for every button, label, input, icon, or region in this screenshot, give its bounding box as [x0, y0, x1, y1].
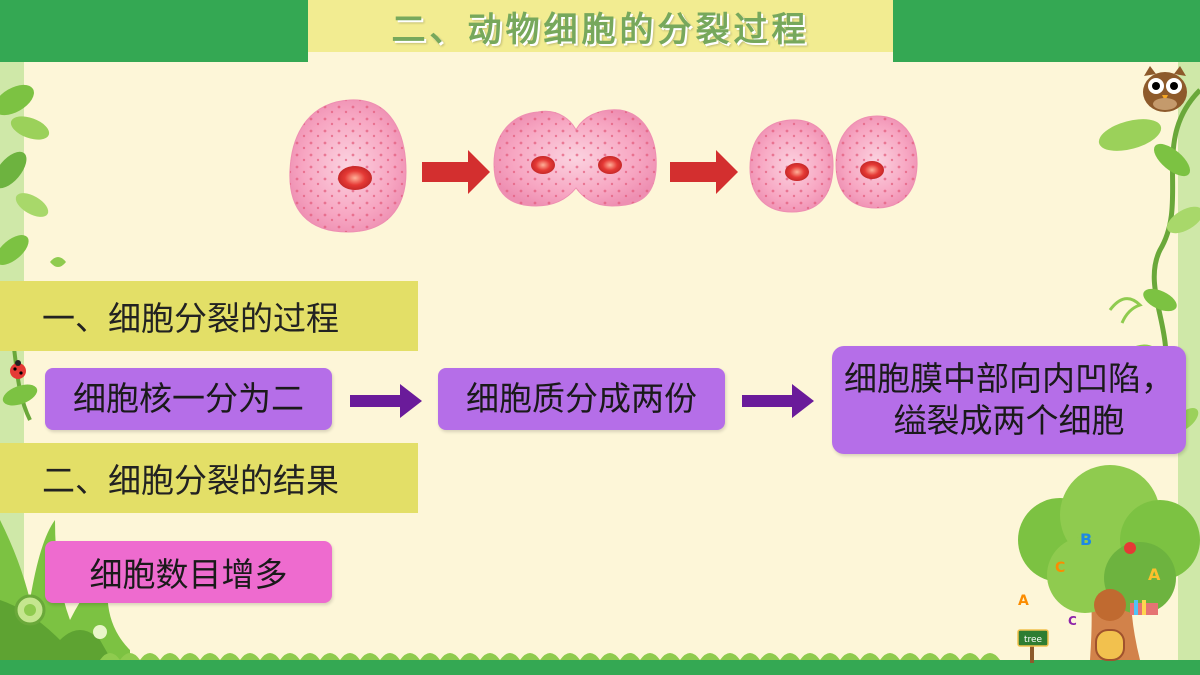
step-cytoplasm-divides-text: 细胞质分成两份	[466, 379, 697, 418]
bottom-left-grass-icon	[0, 520, 130, 675]
step-nucleus-divides: 细胞核一分为二	[45, 368, 332, 430]
slide-title: 二、动物细胞的分裂过程	[391, 9, 810, 50]
tree-sign: tree	[1017, 629, 1049, 663]
bottom-grass-border	[0, 653, 1200, 675]
flow-arrow-1-icon	[350, 384, 422, 418]
cell-stage-2	[493, 109, 657, 207]
ladybug-icon	[10, 360, 26, 379]
top-bar-right	[893, 0, 1200, 62]
flow-arrow-2-icon	[742, 384, 814, 418]
cartoon-tree-icon	[1018, 465, 1200, 661]
section-heading-result-text: 二、细胞分裂的结果	[42, 461, 339, 500]
section-heading-process-text: 一、细胞分裂的过程	[42, 299, 339, 338]
nucleus	[531, 156, 555, 174]
cell-stage-1	[289, 99, 407, 233]
cell-arrow-2-icon	[670, 150, 738, 194]
tree-letters: B C A C A	[1018, 530, 1161, 628]
step-membrane-pinches: 细胞膜中部向内凹陷， 缢裂成两个细胞	[832, 346, 1186, 454]
step-nucleus-divides-text: 细胞核一分为二	[73, 379, 304, 418]
cell-arrow-1-icon	[422, 150, 490, 194]
result-cell-count-increases: 细胞数目增多	[45, 541, 332, 603]
title-band: 二、动物细胞的分裂过程	[308, 0, 893, 52]
tree-sign-label: tree	[1024, 635, 1043, 645]
step-cytoplasm-divides: 细胞质分成两份	[438, 368, 725, 430]
step-membrane-pinches-line2: 缢裂成两个细胞	[893, 401, 1125, 440]
section-heading-result: 二、细胞分裂的结果	[0, 443, 418, 513]
nucleus	[338, 166, 372, 190]
nucleus	[598, 156, 622, 174]
section-heading-process: 一、细胞分裂的过程	[0, 281, 418, 351]
tree-letter-a-2: A	[1018, 593, 1029, 609]
result-cell-count-increases-text: 细胞数目增多	[89, 555, 288, 594]
nucleus	[785, 163, 809, 181]
cell-division-diagram	[289, 99, 918, 233]
tree-letter-c-2: C	[1068, 614, 1077, 628]
tree-letter-a: A	[1148, 565, 1161, 584]
tree-letter-b: B	[1080, 530, 1092, 549]
right-vine-icon	[1098, 88, 1200, 432]
owl-icon	[1143, 66, 1187, 112]
tree-letter-c: C	[1055, 560, 1065, 576]
top-bar-left	[0, 0, 308, 62]
cell-stage-3	[749, 115, 918, 213]
step-membrane-pinches-line1: 细胞膜中部向内凹陷，	[844, 359, 1174, 398]
nucleus	[860, 161, 884, 179]
